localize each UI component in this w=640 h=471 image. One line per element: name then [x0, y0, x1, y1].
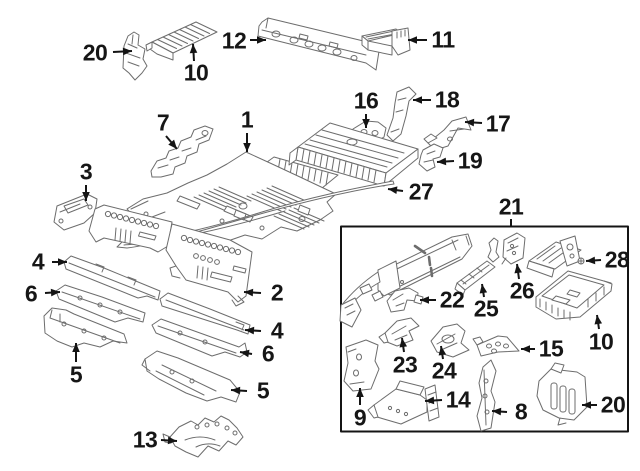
callout-arrowhead-14 [425, 396, 435, 405]
part-23-drawing [378, 317, 420, 347]
callout-21[interactable]: 21 [498, 193, 524, 220]
callout-arrowhead-1 [243, 143, 251, 152]
callout-6-right[interactable]: 6 [261, 340, 275, 367]
callout-arrowhead-16 [362, 119, 370, 128]
callout-20-upper[interactable]: 20 [82, 39, 108, 66]
part-13-drawing [162, 415, 244, 458]
callout-arrowhead-19 [437, 157, 447, 166]
callout-arrowhead-20-upper [122, 47, 132, 56]
callout-arrowhead-12 [257, 36, 266, 44]
callout-23[interactable]: 23 [392, 351, 418, 378]
callout-16[interactable]: 16 [353, 87, 379, 114]
callout-8[interactable]: 8 [514, 398, 528, 425]
callout-arrowhead-23 [399, 338, 408, 348]
callout-12[interactable]: 12 [221, 27, 247, 54]
callout-arrowhead-11 [408, 36, 417, 44]
callout-5-left[interactable]: 5 [69, 361, 83, 388]
callout-arrowhead-8 [492, 407, 502, 416]
callout-22[interactable]: 22 [439, 286, 465, 313]
part-19-drawing [418, 143, 444, 172]
callout-14[interactable]: 14 [445, 386, 471, 413]
callout-arrowhead-3 [82, 192, 90, 201]
callout-arrowhead-6-left [50, 288, 60, 297]
callout-28[interactable]: 28 [604, 246, 630, 273]
callout-arrowhead-25 [479, 284, 488, 294]
callout-arrowhead-18 [413, 96, 422, 104]
callout-arrowhead-5-right [231, 386, 241, 395]
part-9-drawing [343, 339, 380, 392]
part-15-drawing [472, 335, 520, 357]
callout-1[interactable]: 1 [240, 106, 254, 133]
callout-25[interactable]: 25 [473, 295, 499, 322]
rail-5-left-drawing [43, 307, 128, 348]
part-26-drawing [487, 232, 526, 265]
callout-26[interactable]: 26 [509, 277, 535, 304]
part-8-drawing [476, 359, 497, 432]
part-3-drawing [53, 193, 98, 231]
callout-arrowhead-4-right [245, 326, 255, 335]
part-10-box-drawing [535, 270, 613, 321]
callout-arrowhead-2 [244, 288, 254, 297]
callout-11[interactable]: 11 [431, 26, 455, 53]
callout-10-upper[interactable]: 10 [183, 59, 209, 86]
callout-arrowhead-28 [586, 256, 596, 265]
callout-arrowhead-4-left [58, 258, 67, 266]
callout-arrowhead-13 [167, 436, 177, 445]
part-20-upper-drawing [122, 31, 148, 81]
part-20-box-drawing [536, 362, 588, 426]
part-17-drawing [423, 116, 472, 151]
callout-arrowhead-15 [521, 345, 530, 353]
callout-arrowhead-20-box [582, 401, 591, 409]
callout-arrowhead-7 [168, 139, 177, 149]
part-7-drawing [150, 125, 214, 178]
callout-10-box[interactable]: 10 [588, 328, 614, 355]
callout-arrows [44, 36, 603, 445]
callout-15[interactable]: 15 [538, 335, 564, 362]
part-22-drawing [386, 287, 424, 313]
dash-panel-drawing [88, 204, 253, 307]
callout-arrowhead-10-upper [189, 44, 198, 54]
callout-2[interactable]: 2 [270, 279, 284, 306]
part-12-drawing [257, 17, 381, 71]
callout-5-right[interactable]: 5 [256, 377, 270, 404]
callout-13[interactable]: 13 [132, 426, 158, 453]
callout-4-left[interactable]: 4 [31, 248, 45, 275]
callout-arrowhead-17 [465, 118, 475, 127]
callout-9[interactable]: 9 [353, 404, 367, 431]
rear-floor-section-drawing [288, 122, 419, 187]
callout-6-left[interactable]: 6 [24, 280, 38, 307]
callout-arrowhead-5-left [72, 343, 80, 352]
part-11-drawing [361, 27, 411, 56]
cut-line-highlight [413, 244, 434, 278]
part-24-drawing [430, 323, 470, 358]
callout-3[interactable]: 3 [79, 158, 93, 185]
callout-arrowhead-9 [356, 388, 364, 397]
callout-arrowhead-6-right [240, 349, 250, 358]
callout-17[interactable]: 17 [485, 110, 511, 137]
rail-6-left-drawing [55, 284, 146, 323]
rail-4-left-drawing [63, 255, 161, 301]
callout-arrowhead-26 [514, 264, 522, 274]
rail-5-right-drawing [141, 350, 241, 403]
part-28-drawing [526, 235, 585, 278]
part-14-drawing [367, 380, 440, 425]
inset-box-outline [340, 225, 629, 433]
callout-18[interactable]: 18 [434, 86, 460, 113]
part-21-rail-drawing [339, 233, 473, 328]
part-10-upper-drawing [145, 21, 218, 61]
callout-19[interactable]: 19 [457, 147, 483, 174]
part-25-drawing [454, 260, 496, 296]
part-18-drawing [386, 86, 417, 142]
callout-arrowhead-24 [438, 346, 447, 356]
callout-arrowhead-22 [420, 296, 429, 304]
callout-arrowhead-10-box [594, 315, 603, 325]
callout-arrowhead-27 [388, 186, 398, 194]
callout-7[interactable]: 7 [156, 109, 170, 136]
callout-27[interactable]: 27 [408, 178, 434, 205]
callout-4-right[interactable]: 4 [270, 317, 284, 344]
callout-20-box[interactable]: 20 [600, 391, 626, 418]
diagram-artwork [43, 17, 629, 458]
callout-24[interactable]: 24 [431, 357, 457, 384]
